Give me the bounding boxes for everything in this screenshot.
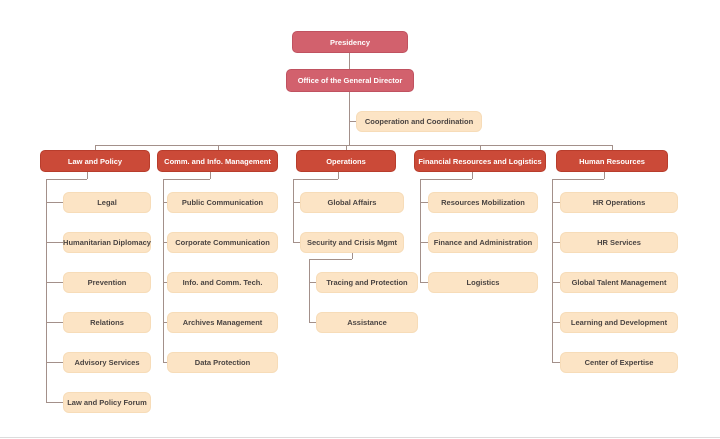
connector-line [309,322,316,323]
node-logistics: Logistics [428,272,538,293]
connector-line [338,172,339,179]
connector-line [309,259,310,322]
connector-line [552,179,553,362]
connector-line [46,362,63,363]
connector-line [46,202,63,203]
connector-line [95,145,613,146]
connector-line [552,202,560,203]
node-global-talent-management: Global Talent Management [560,272,678,293]
connector-line [420,242,428,243]
node-humanitarian-diplomacy: Humanitarian Diplomacy [63,232,151,253]
connector-line [346,145,347,150]
connector-line [210,172,211,179]
connector-line [552,282,560,283]
connector-line [350,121,356,122]
node-center-of-expertise: Center of Expertise [560,352,678,373]
connector-line [349,53,350,69]
node-tracing-and-protection: Tracing and Protection [316,272,418,293]
connector-line [309,259,352,260]
node-relations: Relations [63,312,151,333]
node-security-and-crisis-mgmt: Security and Crisis Mgmt [300,232,404,253]
node-presidency: Presidency [292,31,408,53]
connector-line [293,202,300,203]
connector-line [293,242,300,243]
connector-line [420,202,428,203]
connector-line [420,179,421,282]
connector-line [309,282,316,283]
connector-line [552,362,560,363]
connector-line [46,179,47,402]
connector-line [87,172,88,179]
node-legal: Legal [63,192,151,213]
connector-line [552,242,560,243]
node-prevention: Prevention [63,272,151,293]
node-data-protection: Data Protection [167,352,278,373]
connector-line [472,172,473,179]
connector-line [349,92,350,145]
connector-line [352,253,353,259]
node-public-communication: Public Communication [167,192,278,213]
node-learning-and-development: Learning and Development [560,312,678,333]
connector-line [293,179,294,242]
node-info-and-comm-tech: Info. and Comm. Tech. [167,272,278,293]
dept-law-and-policy: Law and Policy [40,150,150,172]
node-cooperation-and-coordination: Cooperation and Coordination [356,111,482,132]
connector-line [95,145,96,150]
connector-line [612,145,613,150]
connector-line [420,282,428,283]
dept-comm-and-info-management: Comm. and Info. Management [157,150,278,172]
connector-line [163,322,167,323]
connector-line [163,362,167,363]
node-law-and-policy-forum: Law and Policy Forum [63,392,151,413]
connector-line [163,242,167,243]
dept-human-resources: Human Resources [556,150,668,172]
node-resources-mobilization: Resources Mobilization [428,192,538,213]
connector-line [552,322,560,323]
node-assistance: Assistance [316,312,418,333]
connector-line [420,179,472,180]
connector-line [163,282,167,283]
connector-line [552,179,604,180]
dept-operations: Operations [296,150,396,172]
connector-line [46,179,87,180]
node-hr-operations: HR Operations [560,192,678,213]
node-hr-services: HR Services [560,232,678,253]
node-advisory-services: Advisory Services [63,352,151,373]
node-corporate-communication: Corporate Communication [167,232,278,253]
node-finance-and-administration: Finance and Administration [428,232,538,253]
connector-line [46,322,63,323]
connector-line [163,179,164,362]
connector-line [46,282,63,283]
connector-line [480,145,481,150]
connector-line [46,402,63,403]
dept-financial-resources-and-logistics: Financial Resources and Logistics [414,150,546,172]
node-office-of-general-director: Office of the General Director [286,69,414,92]
connector-line [604,172,605,179]
connector-line [293,179,338,180]
node-global-affairs: Global Affairs [300,192,404,213]
connector-line [163,179,210,180]
connector-line [163,202,167,203]
connector-line [46,242,63,243]
page-edge-divider [0,437,720,438]
connector-line [218,145,219,150]
node-archives-management: Archives Management [167,312,278,333]
